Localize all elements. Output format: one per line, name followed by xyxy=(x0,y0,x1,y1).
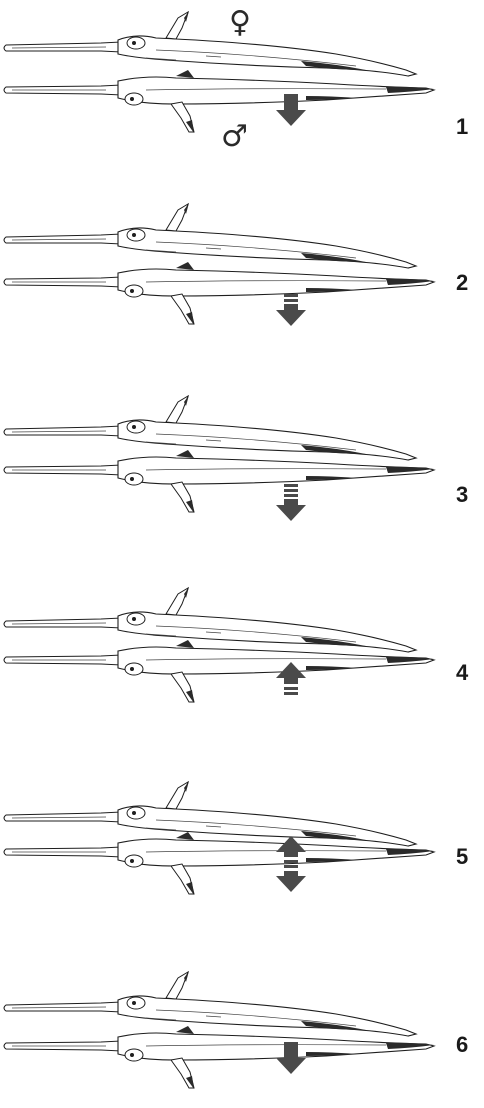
arrow-bar xyxy=(284,494,298,497)
female-fish-3 xyxy=(4,395,416,460)
step-6: 6 xyxy=(4,971,468,1089)
arrow-bar xyxy=(284,692,298,695)
step-number-4: 4 xyxy=(456,660,469,685)
arrow-head-down xyxy=(276,110,306,126)
female-symbol: ♀ xyxy=(229,5,251,40)
step-number-3: 3 xyxy=(456,482,468,507)
arrow-down-icon xyxy=(276,484,306,521)
step-1: ♀ ♂ 1 xyxy=(4,5,468,154)
arrow-bar xyxy=(284,484,298,487)
step-3: 3 xyxy=(4,395,468,521)
arrow-bar xyxy=(284,299,298,302)
arrow-shaft xyxy=(284,678,298,684)
male-fish-4 xyxy=(4,640,434,703)
step-number-5: 5 xyxy=(456,844,468,869)
step-2: 2 xyxy=(4,203,468,326)
arrow-bar xyxy=(284,687,298,690)
step-4: 4 xyxy=(4,587,469,703)
arrow-head-down xyxy=(276,310,306,326)
male-fish-3 xyxy=(4,450,434,513)
male-fish-2 xyxy=(4,262,434,325)
arrow-bar xyxy=(284,865,298,868)
arrow-shaft xyxy=(284,304,298,310)
male-symbol: ♂ xyxy=(221,119,248,154)
step-5: 5 xyxy=(4,781,468,895)
step-number-1: 1 xyxy=(456,114,468,139)
female-fish-1 xyxy=(4,11,416,76)
arrow-head-down xyxy=(276,505,306,521)
arrow-head-down xyxy=(276,876,306,892)
step-number-6: 6 xyxy=(456,1032,468,1057)
arrow-shaft xyxy=(284,94,298,110)
arrow-down-icon xyxy=(276,294,306,326)
male-fish-5 xyxy=(4,832,434,895)
female-fish-4 xyxy=(4,587,416,652)
male-fish-6 xyxy=(4,1026,434,1089)
arrow-bar xyxy=(284,860,298,863)
arrow-shaft xyxy=(284,852,298,857)
female-fish-2 xyxy=(4,203,416,268)
male-fish-1 xyxy=(4,70,434,133)
step-number-2: 2 xyxy=(456,270,468,295)
arrow-bar xyxy=(284,294,298,297)
female-fish-5 xyxy=(4,781,416,846)
female-fish-6 xyxy=(4,971,416,1036)
arrow-shaft xyxy=(284,1042,298,1058)
arrow-shaft xyxy=(284,871,298,876)
arrow-head-down xyxy=(276,1058,306,1074)
arrow-shaft xyxy=(284,499,298,505)
arrow-bar xyxy=(284,489,298,492)
